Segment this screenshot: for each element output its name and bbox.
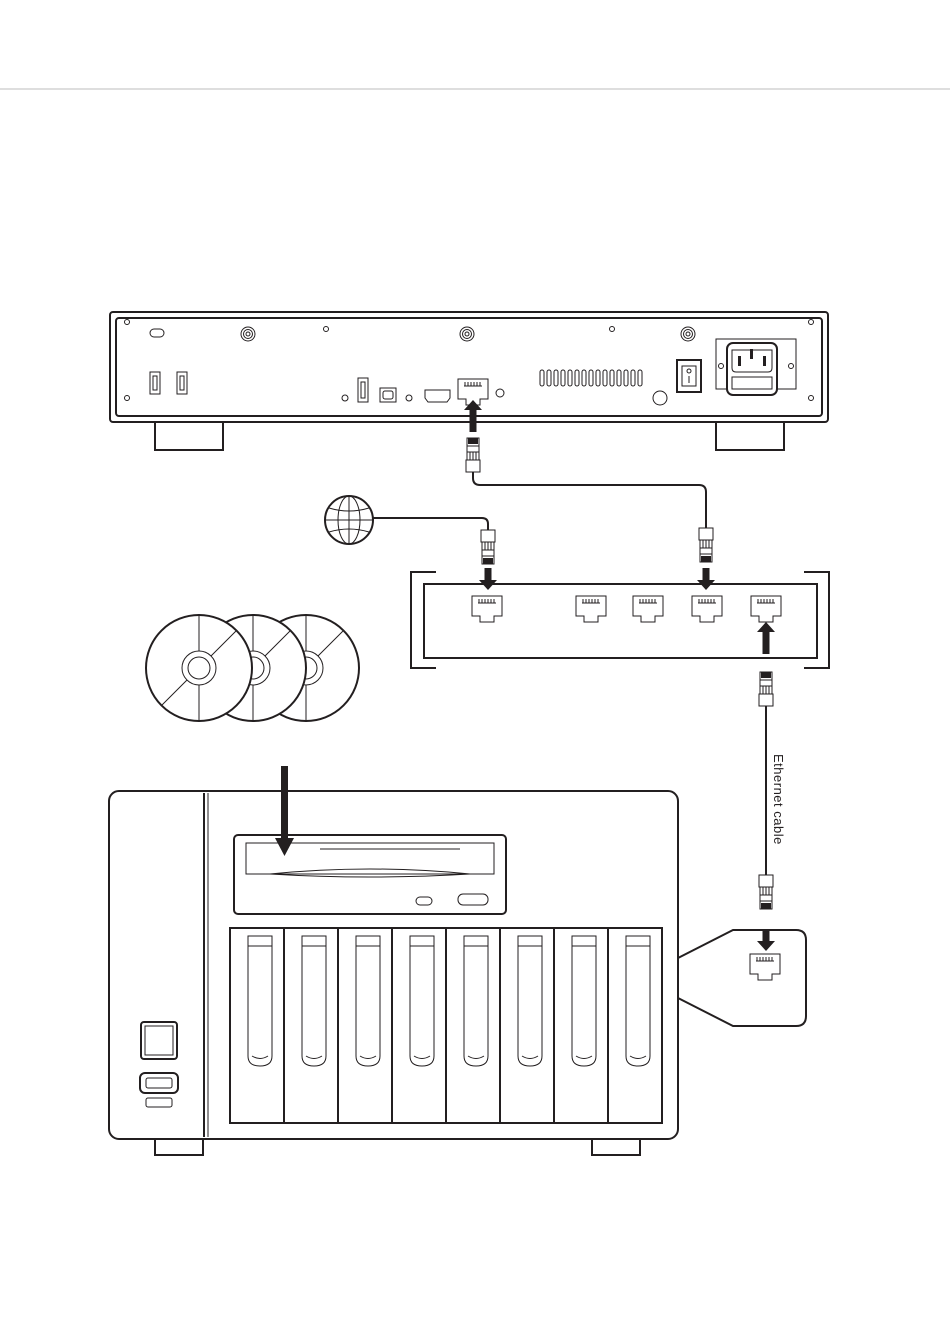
ground-terminal — [653, 391, 667, 405]
power-switch — [677, 360, 701, 392]
lock-slot — [150, 329, 164, 337]
plug-player — [466, 438, 480, 472]
drive-bays — [230, 928, 662, 1123]
plug-player-switch — [699, 528, 713, 562]
ethernet-cable-internet-switch — [373, 518, 488, 530]
antenna-connector-center — [460, 327, 474, 341]
cd-drive — [234, 835, 506, 914]
player-feet-right — [716, 422, 784, 450]
plug-switch-wall-top — [759, 672, 773, 706]
player-feet-left — [155, 422, 223, 450]
ethernet-cable-player-switch — [473, 464, 706, 528]
nas-foot-left — [155, 1138, 203, 1155]
antenna-connector-right — [681, 327, 695, 341]
wall-ethernet-socket — [678, 930, 806, 1026]
nas-ripper-front — [109, 791, 678, 1155]
plug-internet — [481, 530, 495, 564]
globe-icon — [325, 496, 373, 544]
audio-player-rear-panel — [110, 312, 828, 450]
nas-foot-right — [592, 1138, 640, 1155]
ethernet-cable-label: Ethernet cable — [771, 754, 786, 845]
cd-disc-icon — [146, 615, 359, 721]
ventilation-grille — [540, 370, 642, 386]
plug-wall — [759, 875, 773, 909]
antenna-connector-left — [241, 327, 255, 341]
